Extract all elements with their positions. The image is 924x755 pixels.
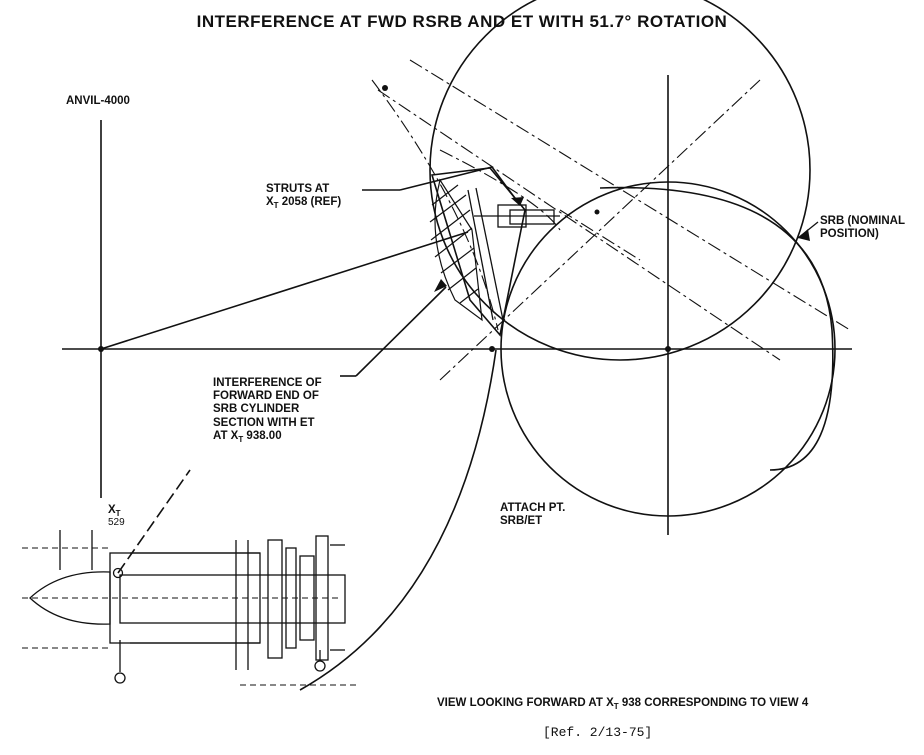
xt529-marker xyxy=(112,567,124,579)
srb-body-inner xyxy=(119,574,346,624)
strut-pivot xyxy=(382,85,388,91)
strut-body xyxy=(430,167,526,337)
construction-line-b xyxy=(409,59,851,331)
strut-fitting-end xyxy=(509,209,555,225)
anvil-label: ANVIL-4000 xyxy=(66,95,130,107)
construction-line-a xyxy=(377,89,781,361)
view-caption: VIEW LOOKING FORWARD AT XT 938 CORRESPON… xyxy=(437,697,809,711)
rotation-arc xyxy=(371,79,499,331)
srb-nominal-outline xyxy=(599,186,834,471)
et-circle xyxy=(429,0,811,361)
struts-arrow xyxy=(511,197,524,206)
interference-label: INTERFERENCE OF FORWARD END OF SRB CYLIN… xyxy=(213,377,322,444)
construction-line-d xyxy=(559,209,641,261)
interference-leader xyxy=(355,286,447,377)
struts-leader-2 xyxy=(399,166,493,191)
construction-line-c xyxy=(439,79,761,381)
srb-nominal-arrow xyxy=(798,229,810,241)
intersection-point xyxy=(594,209,600,215)
attach-point xyxy=(489,346,495,352)
srb-rotated-circle xyxy=(500,181,836,517)
srb-nominal-label: SRB (NOMINAL POSITION) xyxy=(820,215,905,241)
swing-arc xyxy=(299,349,497,691)
struts-label: STRUTS AT XT 2058 (REF) xyxy=(266,183,342,211)
right-axis-point xyxy=(665,346,671,352)
interference-arrow xyxy=(434,279,447,292)
reference-label: [Ref. 2/13-75] xyxy=(543,725,653,740)
origin-point xyxy=(98,346,104,352)
radial-line-upper xyxy=(100,231,469,350)
attach-point-label: ATTACH PT. SRB/ET xyxy=(500,502,566,528)
srb-aft-skirt xyxy=(267,539,283,659)
xt529-label: XT 529 xyxy=(108,504,125,529)
interference-region xyxy=(434,178,483,322)
xt529-leader xyxy=(117,469,191,574)
diagram-title: INTERFERENCE AT FWD RSRB AND ET WITH 51.… xyxy=(196,12,728,31)
